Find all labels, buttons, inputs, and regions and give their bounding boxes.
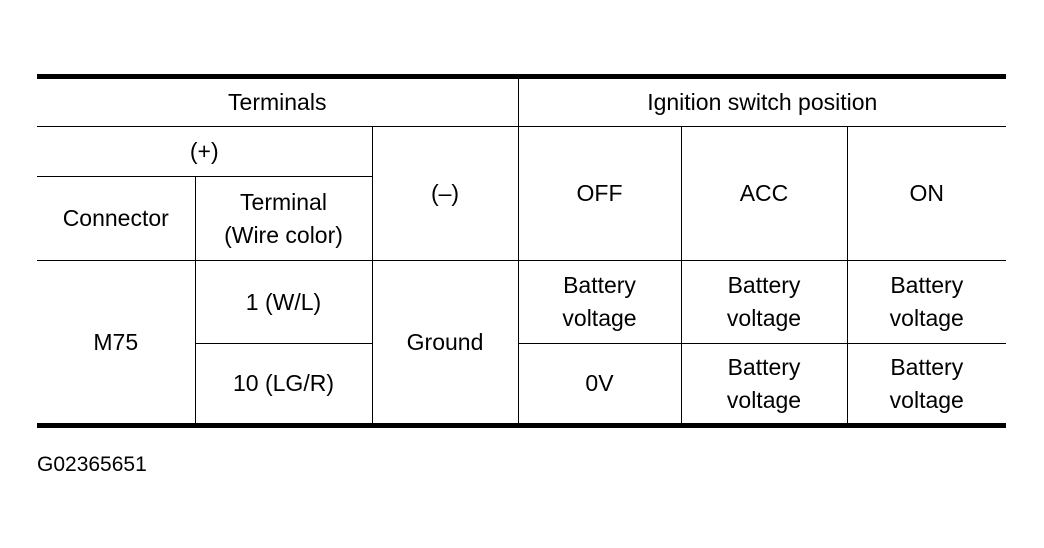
value-line: voltage — [889, 305, 964, 331]
connector-header: Connector — [37, 176, 196, 261]
off-value-cell: Battery voltage — [517, 260, 682, 344]
ground-cell: Ground — [371, 260, 519, 426]
terminal-wire-color-header: Terminal (Wire color) — [194, 176, 372, 261]
on-value-cell: Battery voltage — [846, 260, 1007, 344]
terminals-header: Terminals — [37, 76, 519, 127]
connector-cell: M75 — [37, 260, 196, 426]
value-line: Battery — [727, 353, 801, 380]
value-line: voltage — [562, 305, 637, 331]
off-header: OFF — [517, 126, 682, 261]
figure-id: G02365651 — [37, 453, 147, 476]
value-line: Battery — [890, 353, 964, 380]
terminal-header-line: Terminal — [240, 188, 327, 215]
acc-value-cell: Battery voltage — [680, 260, 848, 344]
value-line: voltage — [726, 386, 802, 413]
ignition-switch-voltage-table: Terminals Ignition switch position (+) (… — [37, 74, 1007, 428]
value-line: voltage — [726, 305, 802, 331]
ignition-switch-position-header: Ignition switch position — [517, 76, 1007, 127]
terminal-cell: 10 (LG/R) — [195, 343, 373, 426]
minus-header: (–) — [371, 126, 519, 261]
acc-value-cell: Battery voltage — [680, 343, 848, 426]
value-line: voltage — [889, 386, 964, 413]
on-header: ON — [846, 126, 1007, 261]
terminal-cell: 1 (W/L) — [194, 260, 373, 344]
value-line: Battery — [563, 272, 636, 298]
on-value-cell: Battery voltage — [846, 343, 1007, 426]
acc-header: ACC — [680, 126, 848, 261]
wire-color-header-line: (Wire color) — [224, 221, 343, 248]
value-line: Battery — [890, 272, 964, 298]
value-line: Battery — [727, 272, 801, 298]
off-value-cell: 0V — [517, 343, 682, 426]
plus-header: (+) — [37, 126, 373, 177]
